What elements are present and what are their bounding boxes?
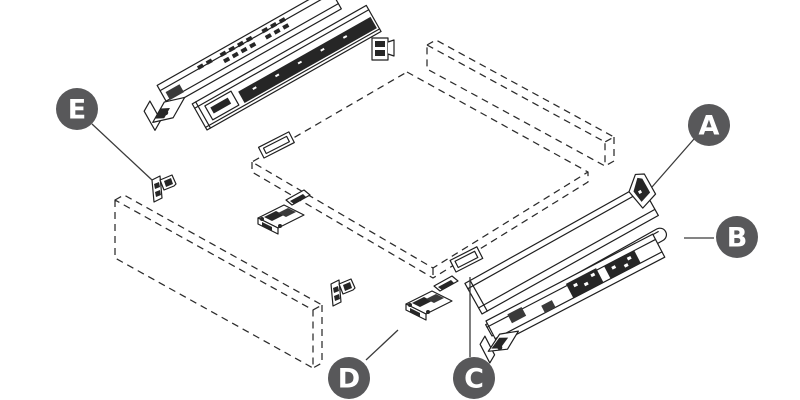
callout-c-label: C [464,364,484,395]
cabinet-runner-left [143,0,342,131]
rear-hook-bracket-e [151,174,177,203]
rear-bracket-left-rail [371,37,395,61]
locking-device-d [405,275,459,321]
callout-b-badge: B [716,216,758,258]
callout-d-badge: D [328,357,370,399]
label-plate-left [257,131,295,159]
drawer-bottom-panel-dashed [251,71,589,279]
callout-a-badge: A [688,104,730,146]
callout-leader-lines [91,123,714,361]
drawer-front-panel-dashed [114,194,323,369]
callout-e-badge: E [56,88,98,130]
side-member-a [464,173,659,315]
callout-c-circle [453,357,495,399]
cabinet-runner-right [479,233,666,364]
drawer-member-rail-left [191,4,382,131]
callout-e-circle [56,88,98,130]
callout-c-badge: C [453,357,495,399]
callout-b-circle [716,216,758,258]
cover-cap-c [449,246,484,273]
callout-a-label: A [699,111,720,142]
callout-d-label: D [338,364,360,395]
drawer-back-panel-dashed [426,39,615,167]
callout-b-label: B [727,223,748,254]
rear-hook-bracket-right [330,278,356,307]
callout-a-circle [688,104,730,146]
callout-e-label: E [68,95,86,126]
locking-device-center [257,189,311,235]
callout-d-circle [328,357,370,399]
